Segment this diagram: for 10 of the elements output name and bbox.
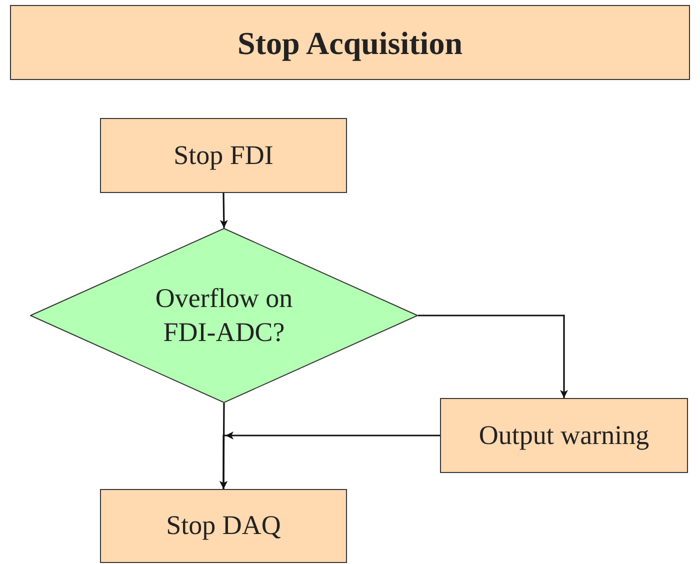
node-label: Overflow on FDI-ADC? <box>154 282 294 348</box>
process-box <box>440 398 688 473</box>
node-label: Stop DAQ <box>166 509 281 542</box>
process-box <box>100 489 347 563</box>
title-text: Stop Acquisition <box>238 24 462 62</box>
title-box <box>10 5 690 80</box>
process-box <box>100 118 347 193</box>
node-label: Stop FDI <box>174 138 274 172</box>
node-label: Output warning <box>478 418 650 452</box>
decision-diamond <box>30 228 418 403</box>
